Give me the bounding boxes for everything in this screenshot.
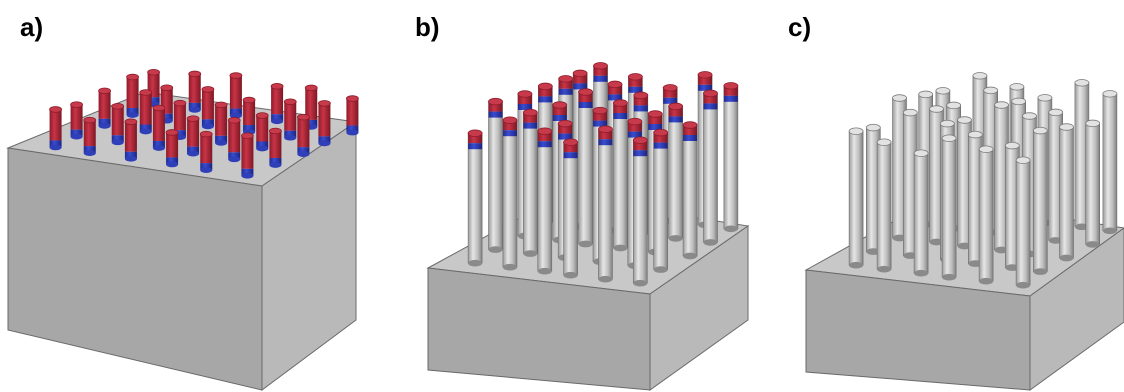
pillar-b-5 [723,82,739,233]
pillar-a-6 [126,73,139,118]
pillar-a-25 [83,116,97,156]
pillar-b-18 [488,97,503,253]
pillar-a-28 [199,130,213,173]
pillar-a-5 [346,95,359,136]
pillar-b-19 [522,108,538,257]
pillar-a-22 [227,117,241,163]
pillar-c-5 [1102,90,1118,235]
pillar-b-10 [668,102,684,242]
pillar-c-25 [876,138,892,273]
pillar-b-15 [613,99,628,252]
pillar-c-28 [978,145,994,285]
pillar-c-29 [1015,156,1031,289]
pillar-a-12 [98,87,111,129]
pillar-a-18 [70,101,83,140]
pillar-a-9 [242,96,256,135]
pillar-a-20 [152,104,166,151]
pillar-b-29 [632,136,648,287]
panel-c: c) [750,0,1124,392]
pillar-a-24 [49,106,62,151]
pillar-a-4 [304,84,318,130]
pillar-c-17 [1059,123,1074,262]
pillar-a-11 [318,100,331,147]
pillar-a-29 [241,132,254,179]
pillar-a-27 [165,129,179,168]
pillar-a-10 [283,98,297,141]
pillar-c-23 [1032,126,1048,275]
pillar-b-24 [467,129,483,267]
pillar-c-24 [848,127,864,269]
substrate-c-right [1029,227,1124,391]
pillar-a-23 [269,127,282,168]
pillar-b-14 [578,88,593,248]
pillar-b-11 [703,89,718,246]
pillar-a-21 [186,115,200,157]
pillar-a-26 [124,118,138,162]
pillar-b-25 [502,116,518,271]
substrate-b-right [649,225,749,391]
pillar-b-28 [598,125,613,283]
panel-b: b) [375,0,750,392]
pillar-b-27 [563,138,579,279]
panel-a: a) [0,0,375,392]
panel-label-c: c) [788,12,812,42]
panel-label-a: a) [20,12,44,42]
substrate-a-front [7,147,263,391]
pillar-a-8 [201,86,215,130]
pillar-a-2 [229,72,243,119]
pillar-a-13 [139,89,153,135]
pillar-a-15 [214,101,228,146]
pillar-a-1 [188,70,202,113]
pillar-a-17 [297,113,310,158]
pillar-b-17 [682,121,698,260]
pillar-a-3 [270,82,284,125]
pillar-c-27 [941,134,957,281]
pillar-b-23 [653,128,669,273]
pillar-b-26 [537,127,553,275]
pillar-c-11 [1085,119,1101,248]
panel-label-b: b) [415,12,440,42]
pillar-a-19 [111,103,125,146]
pillar-c-26 [913,149,929,277]
pillar-a-16 [255,112,269,152]
